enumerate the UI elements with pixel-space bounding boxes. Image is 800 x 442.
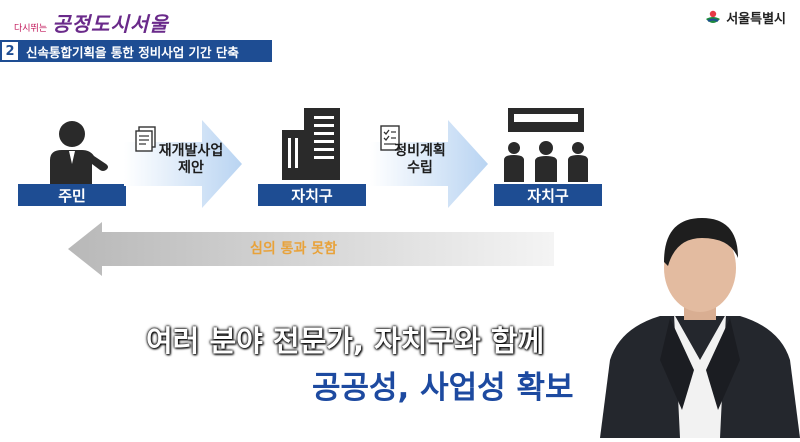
proposal-step-text: 재개발사업 제안 <box>146 143 236 177</box>
speaker-person <box>590 210 800 442</box>
document-icon <box>134 126 160 158</box>
district-label-2: 자치구 <box>494 184 602 206</box>
plan-step-line2: 수립 <box>407 160 433 176</box>
committee-meeting-icon <box>498 108 594 186</box>
district-building-icon <box>282 108 348 184</box>
section-number: 2 <box>0 40 20 62</box>
subtitle-line-2: 공공성, 사업성 확보 <box>312 370 574 406</box>
seoul-city-logo: 서울특별시 <box>704 8 786 27</box>
campaign-logo-small-text: 다시뛰는 <box>14 24 48 34</box>
seoul-emblem-icon <box>704 9 722 27</box>
seoul-city-name: 서울특별시 <box>726 12 786 27</box>
section-header: 2 신속통합기획을 통한 정비사업 기간 단축 <box>0 40 272 62</box>
resident-label: 주민 <box>18 184 126 206</box>
rejection-back-arrow <box>68 222 554 280</box>
campaign-logo-main-text: 공정도시서울 <box>52 12 169 36</box>
resident-person-icon <box>36 118 116 188</box>
rejection-text: 심의 통과 못함 <box>250 241 338 257</box>
campaign-logo: 다시뛰는 공정도시서울 <box>14 8 169 37</box>
proposal-step-line2: 제안 <box>178 160 204 176</box>
plan-step-line1: 정비계획 <box>394 143 446 159</box>
proposal-step-line1: 재개발사업 <box>158 143 224 159</box>
district-label-1: 자치구 <box>258 184 366 206</box>
subtitle-line-1: 여러 분야 전문가, 자치구와 함께 <box>146 324 545 358</box>
plan-step-text: 정비계획 수립 <box>380 143 460 177</box>
checklist-icon <box>378 124 404 156</box>
section-title: 신속통합기획을 통한 정비사업 기간 단축 <box>26 44 239 60</box>
